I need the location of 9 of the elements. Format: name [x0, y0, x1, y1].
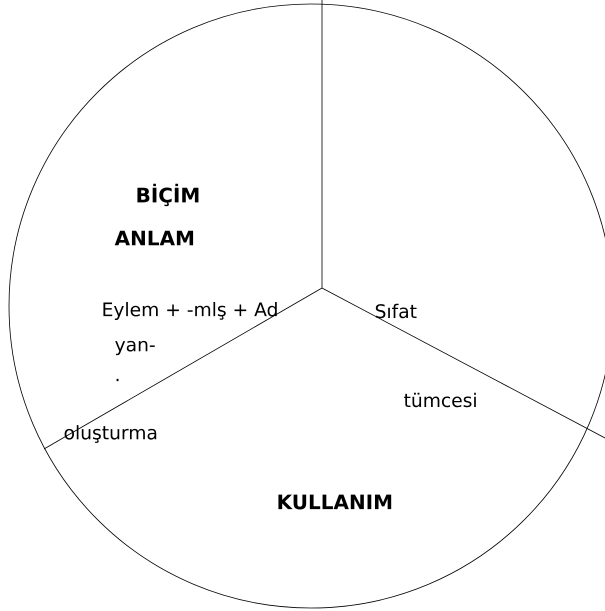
label-text: Eylem + -mlş + Ad [103, 302, 277, 320]
label-text: KULLANIM [278, 494, 392, 510]
label-text: tümcesi [404, 392, 476, 408]
label-text: oluşturma [64, 425, 156, 443]
label-text: Sıfat [376, 304, 417, 318]
label-text: BİÇİM [137, 184, 198, 206]
label-text: yan- [115, 340, 155, 356]
label-text: ANLAM [114, 230, 194, 246]
label-text: . [116, 378, 118, 382]
